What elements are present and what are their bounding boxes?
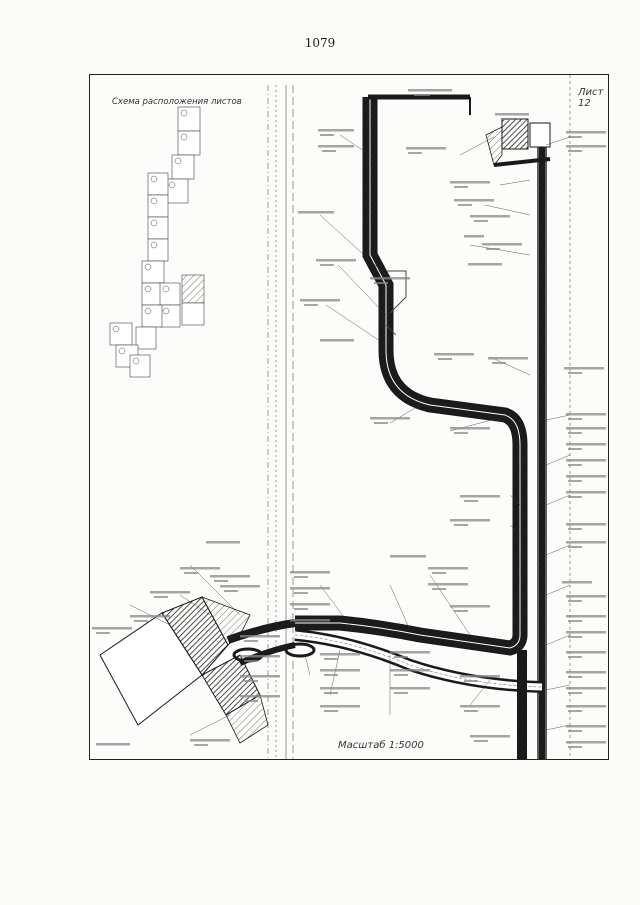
- map-drawing: [92, 75, 606, 759]
- scheme-sheet-markers: [112, 109, 188, 365]
- upper-right-structure: [485, 118, 551, 167]
- page-number: 1079: [304, 36, 336, 50]
- scheme-title: Схема расположения листов: [112, 97, 242, 107]
- scale-label: Масштаб 1:5000: [338, 740, 424, 751]
- map-frame: Схема расположения листов Лист 12 Масшта…: [89, 74, 609, 760]
- sheet-layout-scheme: [109, 106, 205, 378]
- pipeline-corridor-outer: [295, 97, 528, 656]
- sheet-label: Лист 12: [578, 87, 604, 109]
- pipeline-corridor-inner: [295, 97, 526, 654]
- parcel-label-marks: [92, 89, 606, 748]
- lower-left-site: [99, 596, 296, 744]
- pipeline-axis: [295, 97, 521, 649]
